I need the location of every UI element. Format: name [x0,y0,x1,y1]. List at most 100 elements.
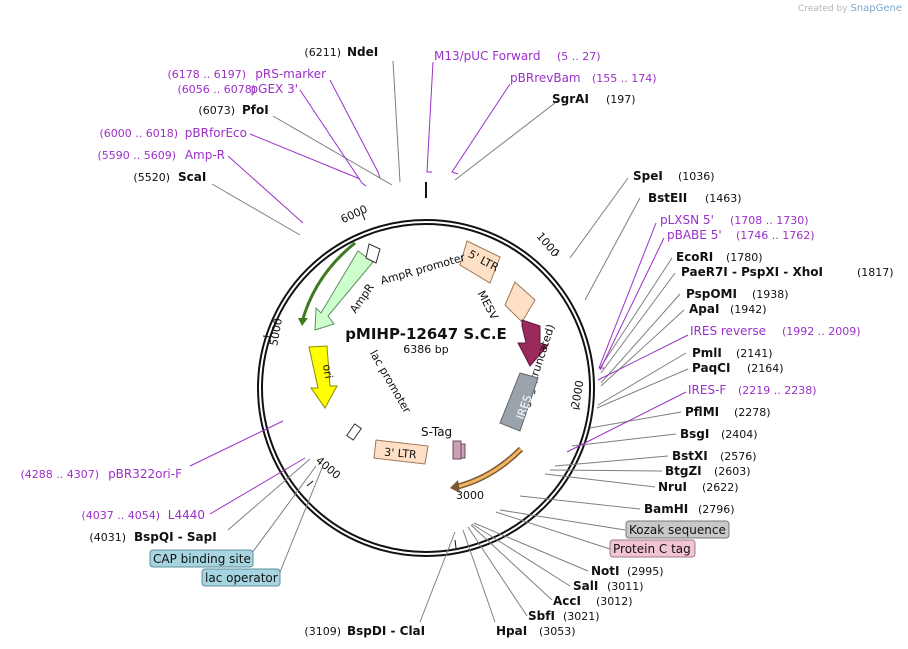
enzyme-ndei: NdeI [347,45,378,59]
line-nrui [544,473,656,488]
pline-pgex [299,89,367,187]
primer-prs-range: (6178 .. 6197) [167,68,246,81]
tick-6000-mark [361,212,366,221]
credit-brand: SnapGene [850,3,902,14]
features: 5' LTR MESV gag (truncated) IRES S-Tag 3… [298,240,557,493]
feature-stag-2 [460,443,466,459]
primer-ampr-range: (5590 .. 5609) [97,149,176,162]
feature-orange-arrow-outline [455,446,524,490]
pline-pbabe [599,237,665,371]
enzyme-pspomi-pos: (1938) [752,288,789,301]
kozak-label: Kozak sequence [629,523,726,537]
enzyme-pflmi: PflMI [685,405,719,419]
primer-iresf: IRES-F [688,383,726,397]
pline-iresf [566,391,687,453]
primer-m13-range: (5 .. 27) [557,50,601,63]
cap-label: CAP binding site [153,552,251,566]
feature-ires [499,372,539,432]
enzyme-sapi: BspQI - SapI [134,530,217,544]
enzyme-nrui-pos: (2622) [702,481,739,494]
enzyme-hpai: HpaI [496,624,527,638]
backbone-inner [261,223,591,553]
line-xhoi [600,272,676,374]
enzyme-sgrai: SgrAI [552,92,589,106]
enzyme-pfoi-pos: (6073) [198,104,235,117]
proteinc-label: Protein C tag [613,542,691,556]
enzyme-noti-pos: (2995) [627,565,664,578]
feature-lac-promoter [346,423,362,441]
line-sapi [227,458,311,531]
enzyme-sbfi-pos: (3021) [563,610,600,623]
line-pflmi [589,411,682,429]
line-bamhi [519,495,641,510]
line-bstxi [554,455,669,467]
line-sbfi [467,526,528,617]
line-kozak [499,509,626,531]
primer-m13: M13/pUC Forward [434,49,541,63]
line-pspomi [600,293,681,384]
primer-labels: M13/pUC Forward (5 .. 27) pBRrevBam (155… [20,49,860,522]
feature-stag [452,440,462,460]
enzyme-sali-pos: (3011) [607,580,644,593]
tick-1000: 1000 [534,230,562,260]
tick-6000: 6000 [339,202,370,226]
cap-box [149,549,254,568]
primer-lines [189,61,689,515]
pline-pbrforeco [249,133,361,180]
plasmid-name: pMIHP-12647 S.C.E [345,325,507,343]
line-apai [600,309,685,387]
line-pmli [597,352,687,406]
boxed-labels: Kozak sequence Protein C tag CAP binding… [149,520,730,587]
enzyme-clai-pos: (3109) [304,625,341,638]
line-cap [251,465,317,554]
enzyme-nrui: NruI [658,480,687,494]
primer-iresrev: IRES reverse [690,324,766,338]
feature-ampr [314,250,374,331]
feature-mesv-label: MESV [475,288,501,322]
tick-5000-mark [262,335,271,338]
snapgene-credit: Created by SnapGene [798,3,902,14]
primer-pbabe-range: (1746 .. 1762) [736,229,815,242]
enzyme-paqci: PaqCI [692,361,730,375]
line-hpai [462,529,496,623]
primer-l4440: L4440 [168,508,205,522]
primer-pgex-range: (6056 .. 6078) [177,83,256,96]
line-claI [419,531,456,623]
enzyme-bamhi-pos: (2796) [698,503,735,516]
tick-4000-mark [306,480,314,487]
line-lacop [279,467,323,573]
enzyme-bstxi: BstXI [672,449,708,463]
line-bsgi [571,433,677,447]
feature-ampr-outline [300,241,356,323]
feature-ampr-promoter [365,243,381,264]
enzyme-sapi-pos: (4031) [89,531,126,544]
primer-iresf-range: (2219 .. 2238) [738,384,817,397]
enzyme-pspomi: PspOMI [686,287,737,301]
primer-pbr322-range: (4288 .. 4307) [20,468,99,481]
primer-prs: pRS-marker [255,67,326,81]
primer-pbrforeco-range: (6000 .. 6018) [99,127,178,140]
pline-plxsn [598,222,657,369]
enzyme-spei: SpeI [633,169,663,183]
feature-stag-label: S-Tag [421,425,452,439]
enzyme-bamhi: BamHI [644,502,688,516]
pline-ampr [227,155,304,224]
line-sgrai [454,102,556,181]
line-scai [211,183,301,236]
tick-3000: 3000 [456,489,484,502]
lacop-box [201,568,281,587]
enzyme-hpai-pos: (3053) [539,625,576,638]
feature-orange-arrowhead [450,480,460,493]
primer-pbrrevbam-range: (155 .. 174) [592,72,657,85]
feature-5ltr [459,240,501,284]
enzyme-acci: AccI [553,594,581,608]
tick-2000: 2000 [569,379,587,409]
pline-pbr322 [189,420,284,467]
primer-iresrev-range: (1992 .. 2009) [782,325,861,338]
enzyme-scai-pos: (5520) [133,171,170,184]
enzyme-pmli-pos: (2141) [736,347,773,360]
line-paqci [596,368,689,409]
enzyme-scai: ScaI [178,170,206,184]
enzyme-btgzi: BtgZI [665,464,702,478]
